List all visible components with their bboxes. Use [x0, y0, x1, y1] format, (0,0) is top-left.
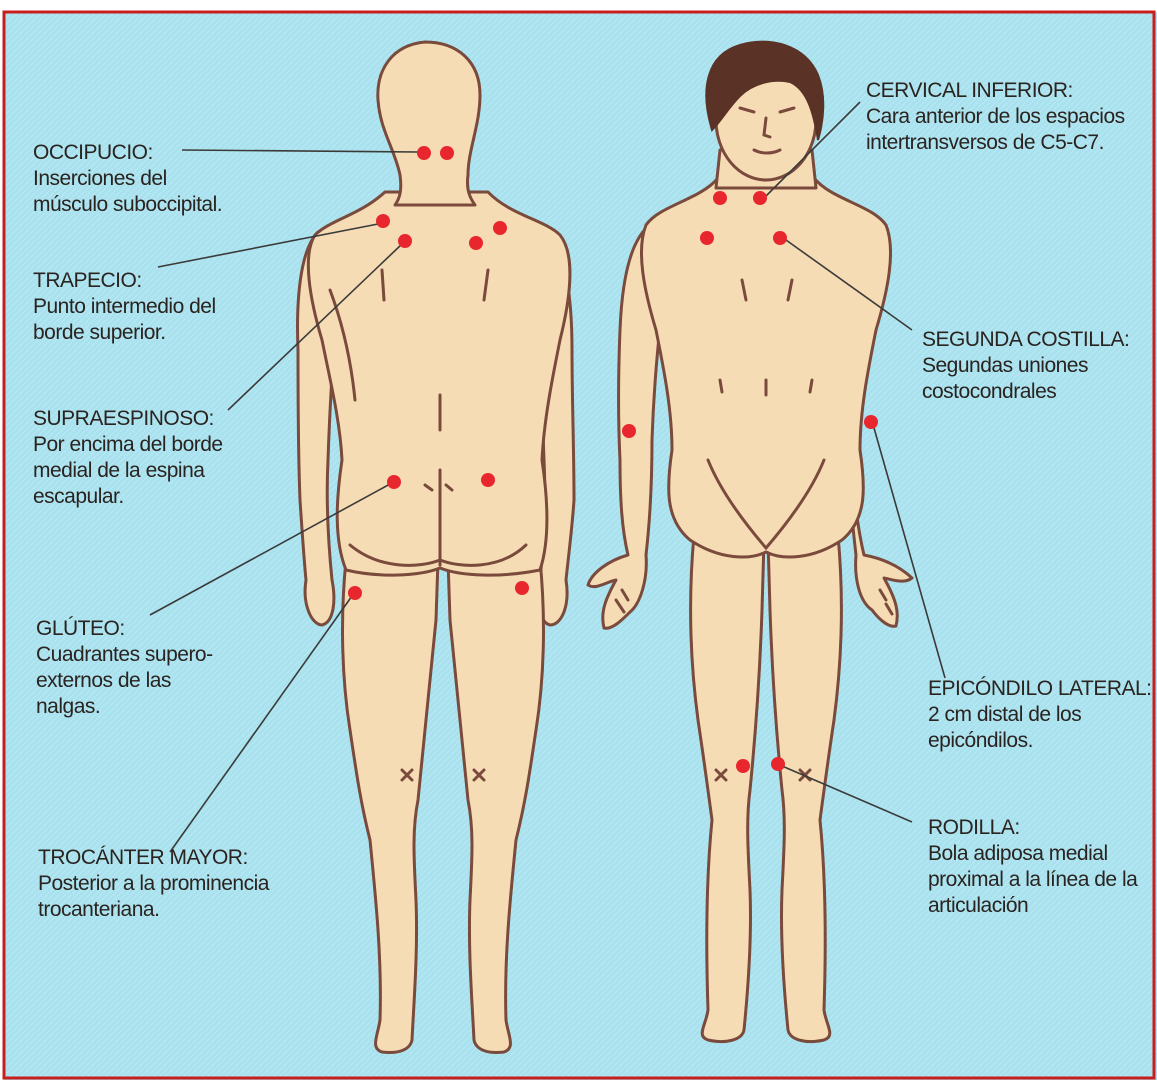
- label-costilla-description: Segundas uniones costocondrales: [922, 353, 1129, 405]
- label-cervical-description: Cara anterior de los espacios intertrans…: [866, 104, 1125, 156]
- label-trocanter: TROCÁNTER MAYOR: Posterior a la prominen…: [38, 845, 269, 923]
- label-rodilla-title: RODILLA:: [928, 815, 1137, 841]
- label-cervical-title: CERVICAL INFERIOR:: [866, 78, 1125, 104]
- label-supraespinoso-description: Por encima del borde medial de la espina…: [33, 432, 223, 510]
- tender-point-gluteo-right: [481, 473, 495, 487]
- tender-point-trapecio-right: [493, 221, 507, 235]
- label-occipucio: OCCIPUCIO: Inserciones del músculo suboc…: [33, 140, 222, 218]
- tender-point-occipucio-left: [417, 146, 431, 160]
- label-occipucio-title: OCCIPUCIO:: [33, 140, 222, 166]
- label-trapecio-description: Punto intermedio del borde superior.: [33, 294, 216, 346]
- label-gluteo-description: Cuadrantes supero- externos de las nalga…: [36, 642, 213, 720]
- label-gluteo-title: GLÚTEO:: [36, 616, 213, 642]
- label-epicondilo-title: EPICÓNDILO LATERAL:: [928, 676, 1152, 702]
- label-trocanter-title: TROCÁNTER MAYOR:: [38, 845, 269, 871]
- label-trocanter-description: Posterior a la prominencia trocanteriana…: [38, 871, 269, 923]
- label-epicondilo-description: 2 cm distal de los epicóndilos.: [928, 702, 1152, 754]
- tender-point-occipucio-right: [440, 146, 454, 160]
- tender-point-cervical-right: [753, 191, 767, 205]
- label-rodilla-description: Bola adiposa medial proximal a la línea …: [928, 841, 1137, 919]
- tender-point-supraespinoso-left: [398, 234, 412, 248]
- label-costilla: SEGUNDA COSTILLA: Segundas uniones costo…: [922, 327, 1129, 405]
- tender-point-trapecio-left: [376, 214, 390, 228]
- tender-point-rodilla-right: [771, 757, 785, 771]
- tender-point-supraespinoso-right: [469, 236, 483, 250]
- label-rodilla: RODILLA: Bola adiposa medial proximal a …: [928, 815, 1137, 919]
- tender-point-costilla-right: [773, 231, 787, 245]
- label-gluteo: GLÚTEO: Cuadrantes supero- externos de l…: [36, 616, 213, 720]
- tender-point-trocanter-left: [348, 586, 362, 600]
- label-trapecio-title: TRAPECIO:: [33, 268, 216, 294]
- label-trapecio: TRAPECIO: Punto intermedio del borde sup…: [33, 268, 216, 346]
- label-epicondilo: EPICÓNDILO LATERAL: 2 cm distal de los e…: [928, 676, 1152, 754]
- tender-point-trocanter-right: [515, 581, 529, 595]
- label-costilla-title: SEGUNDA COSTILLA:: [922, 327, 1129, 353]
- tender-point-gluteo-left: [387, 475, 401, 489]
- tender-point-epicondilo-right: [864, 415, 878, 429]
- tender-point-costilla-left: [700, 231, 714, 245]
- tender-point-cervical-left: [713, 191, 727, 205]
- tender-point-epicondilo-left: [622, 424, 636, 438]
- label-occipucio-description: Inserciones del músculo suboccipital.: [33, 166, 222, 218]
- front-torso: [641, 178, 890, 557]
- label-cervical: CERVICAL INFERIOR: Cara anterior de los …: [866, 78, 1125, 156]
- label-supraespinoso-title: SUPRAESPINOSO:: [33, 406, 223, 432]
- tender-point-rodilla-left: [736, 759, 750, 773]
- label-supraespinoso: SUPRAESPINOSO: Por encima del borde medi…: [33, 406, 223, 510]
